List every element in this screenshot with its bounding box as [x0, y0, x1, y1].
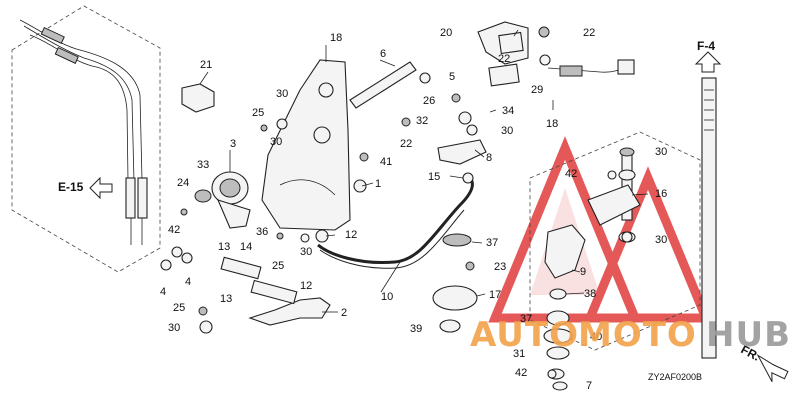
label-29: 30: [655, 234, 667, 246]
pulley-3: [194, 171, 251, 229]
label-5: 5: [449, 71, 455, 83]
label-12-a: 12: [300, 280, 312, 292]
label-15: 15: [428, 171, 440, 183]
part-labels: 18 6 5 26 34 32 30 22 8 41 15 1 12 37 23…: [160, 27, 702, 392]
label-36: 37: [520, 313, 532, 325]
label-25-c: 25: [252, 107, 264, 119]
label-4-b: 4: [185, 276, 191, 288]
label-30-d: 30: [276, 88, 288, 100]
label-41-b: 42: [168, 224, 180, 236]
label-13-b: 14: [240, 241, 252, 253]
watermark-moto: MOTO: [578, 315, 697, 355]
label-30-e: 30: [270, 136, 282, 148]
label-40: 39: [410, 323, 422, 335]
label-25-a: 25: [272, 260, 284, 272]
label-9: 8: [486, 152, 492, 164]
label-19: 20: [440, 27, 452, 39]
label-12-b: 13: [220, 293, 232, 305]
label-42-b: 42: [515, 367, 527, 379]
label-24: 24: [177, 177, 189, 189]
bracket-16: [261, 59, 351, 231]
label-22-b: 22: [583, 27, 595, 39]
label-39: 40: [590, 331, 602, 343]
label-17: 17: [489, 289, 501, 301]
label-23: 23: [494, 261, 506, 273]
label-28: 30: [655, 146, 667, 158]
label-11: 12: [345, 229, 357, 241]
label-21: 21: [200, 59, 212, 71]
label-1: 1: [375, 178, 381, 190]
label-38: 37: [486, 237, 498, 249]
watermark-hub: HUB: [706, 315, 791, 355]
label-25-b: 25: [173, 302, 185, 314]
label-10: 10: [381, 291, 393, 303]
label-8: 9: [580, 266, 586, 278]
watermark-text: AUTO MOTO HUB: [470, 315, 791, 355]
label-33: 33: [197, 159, 209, 171]
label-34: 34: [502, 105, 514, 117]
part-21-clip: [181, 83, 215, 113]
label-16: 18: [330, 32, 342, 44]
label-35: 36: [256, 226, 268, 238]
cable-assembly: [11, 5, 161, 273]
nav-e15-arrow[interactable]: E-15: [58, 176, 113, 200]
label-41-a: 41: [380, 156, 392, 168]
label-27: 29: [531, 84, 543, 96]
label-22-a: 22: [400, 138, 412, 150]
clamps-12-13: [220, 256, 298, 305]
arm-9: [437, 139, 487, 165]
label-2: 2: [341, 307, 347, 319]
label-30-b: 30: [300, 246, 312, 258]
stay-2: [248, 297, 331, 326]
link-6: [349, 61, 417, 109]
nav-f4-label: F-4: [697, 39, 715, 53]
label-30-c: 30: [168, 322, 180, 334]
shift-shaft: [701, 77, 717, 359]
label-37: 38: [584, 288, 596, 300]
label-20: 22: [498, 53, 510, 65]
label-14: 16: [655, 188, 667, 200]
label-30-a: 30: [501, 125, 513, 137]
watermark-auto: AUTO: [470, 315, 579, 355]
label-3: 3: [230, 138, 236, 150]
label-32: 32: [416, 115, 428, 127]
label-42-a: 42: [565, 168, 577, 180]
nav-e15-label: E-15: [58, 180, 84, 194]
leader-lines: [199, 29, 649, 313]
label-26: 26: [423, 95, 435, 107]
label-18: 18: [546, 118, 558, 130]
label-6: 6: [380, 48, 386, 60]
label-4-a: 4: [160, 286, 166, 298]
label-13-a: 13: [218, 241, 230, 253]
sensor-18: [477, 21, 635, 87]
nav-f4-arrow[interactable]: F-4: [694, 39, 722, 73]
label-7: 7: [586, 380, 592, 392]
label-31: 31: [513, 348, 525, 360]
watermark-logo: [488, 136, 713, 323]
diagram-code: ZY2AF0200B: [648, 372, 702, 382]
